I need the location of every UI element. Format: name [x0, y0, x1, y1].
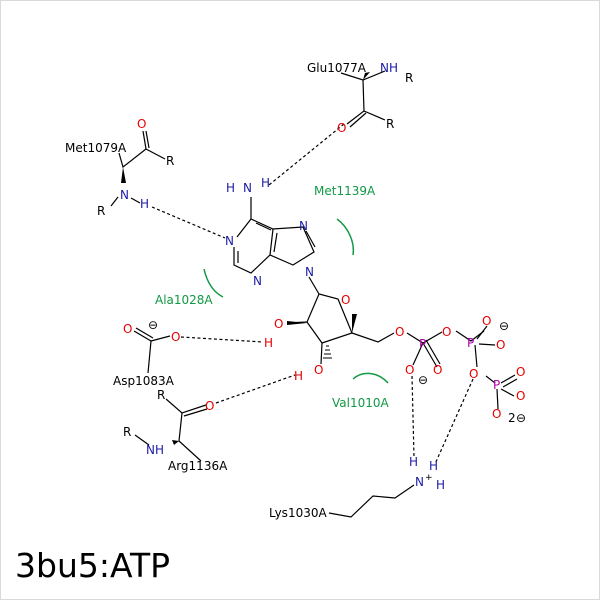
atom-arg-nh: NH — [146, 443, 164, 457]
atom-o-bridge1: O — [442, 325, 451, 339]
residue-met1079-label: Met1079A — [65, 141, 127, 155]
residue-val1010-label: Val1010A — [332, 396, 390, 410]
atom-purine-n9: N — [305, 265, 314, 279]
atom-p-gamma-o1: O — [516, 365, 525, 379]
residue-lys1030-label: Lys1030A — [269, 506, 327, 520]
atom-asp-minus: ⊖ — [148, 318, 158, 332]
atom-ribose-o2: O — [274, 317, 283, 331]
atom-arg-r2: R — [123, 425, 131, 439]
hydrogen-bonds — [151, 123, 474, 465]
atom-glu-r2: R — [386, 117, 394, 131]
atom-lys-h1: H — [409, 455, 418, 469]
hydrophobic-contacts — [203, 218, 389, 384]
atom-labels: NH R O R O R N H R H N H N N N N O O H O… — [97, 61, 526, 492]
atom-glu-o: O — [337, 121, 346, 135]
atom-lys-h3: H — [436, 478, 445, 492]
atom-o-bridge2: O — [469, 367, 478, 381]
stereo-bonds — [121, 72, 370, 445]
atom-arg-r1: R — [157, 388, 165, 402]
atom-arg-o: O — [205, 399, 214, 413]
atom-glu-r1: R — [405, 71, 413, 85]
atom-p-beta-o2: O — [496, 338, 505, 352]
residue-glu1077-label: Glu1077A — [307, 61, 367, 75]
atom-amine-h1: H — [226, 181, 235, 195]
atom-ribose-o3: O — [314, 363, 323, 377]
atom-p-alpha-o1: O — [405, 363, 414, 377]
atom-charge-minus: ⊖ — [516, 411, 526, 425]
atom-glu-nh: NH — [380, 61, 398, 75]
atom-p-alpha: P — [419, 337, 426, 351]
atom-purine-n3: N — [253, 274, 262, 288]
residue-labels: Glu1077A Met1079A Met1139A Ala1028A Asp1… — [65, 61, 390, 520]
atom-ribose-h2: H — [264, 336, 273, 350]
residue-arg1136-label: Arg1136A — [168, 459, 228, 473]
atom-amine-n: N — [243, 181, 252, 195]
atom-met1079-r1: R — [166, 154, 174, 168]
atom-asp-o2: O — [171, 330, 180, 344]
atom-p-gamma: P — [493, 378, 500, 392]
atom-amine-h2: H — [261, 176, 270, 190]
atom-charge-count: 2 — [508, 411, 516, 425]
diagram-title: 3bu5:ATP — [15, 546, 171, 585]
atom-p-gamma-o2: O — [516, 389, 525, 403]
atom-met1079-h: H — [140, 197, 149, 211]
atom-p-gamma-o3: O — [492, 407, 501, 421]
atom-met1079-n: N — [120, 188, 129, 202]
atom-met1079-r2: R — [97, 204, 105, 218]
atom-lys-n: N — [415, 475, 424, 489]
residue-asp1083-label: Asp1083A — [113, 374, 175, 388]
atom-lys-plus: + — [425, 473, 433, 483]
atom-purine-n7: N — [299, 219, 308, 233]
residue-ala1028-label: Ala1028A — [155, 293, 213, 307]
atom-ribose-o4: O — [341, 293, 350, 307]
atom-purine-n1: N — [225, 234, 234, 248]
atom-p-beta: P — [467, 336, 474, 350]
atom-p-beta-minus: ⊖ — [499, 319, 509, 333]
atom-lys-h2: H — [429, 459, 438, 473]
atom-p-alpha-o2: O — [433, 363, 442, 377]
atom-p-alpha-minus: ⊖ — [418, 373, 428, 387]
atom-ribose-h3: H — [294, 369, 303, 383]
atom-o5: O — [395, 325, 404, 339]
atom-asp-o1: O — [123, 322, 132, 336]
atom-p-beta-o1: O — [482, 314, 491, 328]
residue-met1139-label: Met1139A — [314, 184, 376, 198]
atom-met1079-o: O — [137, 117, 146, 131]
